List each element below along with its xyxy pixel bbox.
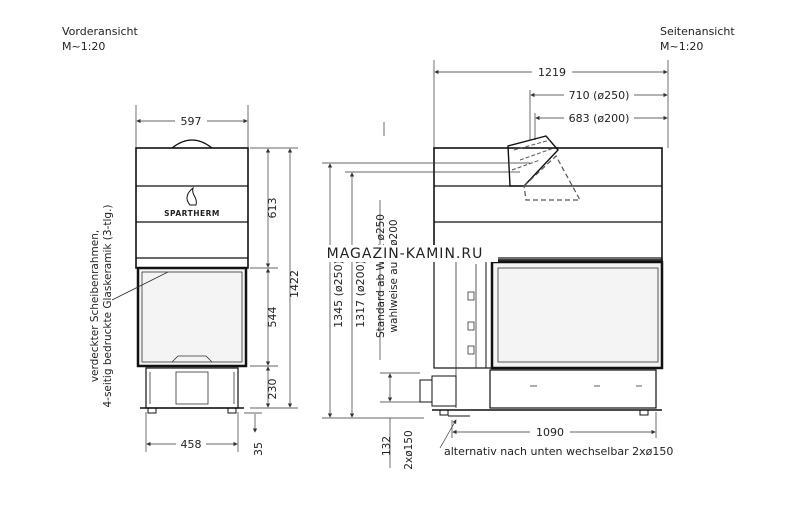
- dim-230: 230: [266, 379, 279, 400]
- side-view-title: Seitenansicht: [660, 25, 735, 38]
- front-note-line2: 4-seitig bedruckte Glaskeramik (3-tlg.): [102, 204, 114, 407]
- front-view: SPARTHERM: [111, 105, 249, 414]
- side-note-line1: Standard ab Werk ø250: [375, 214, 387, 338]
- dim-597: 597: [181, 115, 202, 128]
- watermark: MAGAZIN-KAMIN.RU: [327, 246, 484, 262]
- dim-1422: 1422: [288, 270, 301, 298]
- dim-683: 683 (ø200): [569, 112, 630, 125]
- side-glass-window: [490, 260, 664, 370]
- front-vertical-dimensions: 613 544 230 1422: [250, 147, 301, 409]
- dim-2x150: 2xø150: [403, 430, 415, 469]
- side-vertical-dimensions: [322, 122, 530, 468]
- front-view-title: Vorderansicht: [62, 25, 139, 38]
- dim-132: 132: [381, 436, 393, 456]
- front-glass-window: [136, 266, 248, 368]
- side-view: [419, 60, 669, 417]
- dim-710: 710 (ø250): [569, 89, 630, 102]
- brand-logo: SPARTHERM: [164, 209, 220, 218]
- dim-1219: 1219: [538, 66, 566, 79]
- dim-35: 35: [252, 442, 265, 456]
- dim-1345: 1345 (ø250): [332, 260, 345, 328]
- dim-613: 613: [266, 198, 279, 219]
- flame-logo-icon: [186, 186, 197, 206]
- front-view-scale: M~1:20: [62, 40, 105, 53]
- dim-544: 544: [266, 307, 279, 328]
- front-note-line1: verdeckter Scheibenrahmen,: [89, 230, 101, 382]
- alt-note: alternativ nach unten wechselbar 2xø150: [444, 445, 673, 458]
- dim-1317: 1317 (ø200): [354, 260, 367, 328]
- dim-1090: 1090: [536, 426, 564, 439]
- dim-458: 458: [181, 438, 202, 451]
- side-note-line2: wahlweise auch ø200: [388, 219, 400, 332]
- side-view-scale: M~1:20: [660, 40, 703, 53]
